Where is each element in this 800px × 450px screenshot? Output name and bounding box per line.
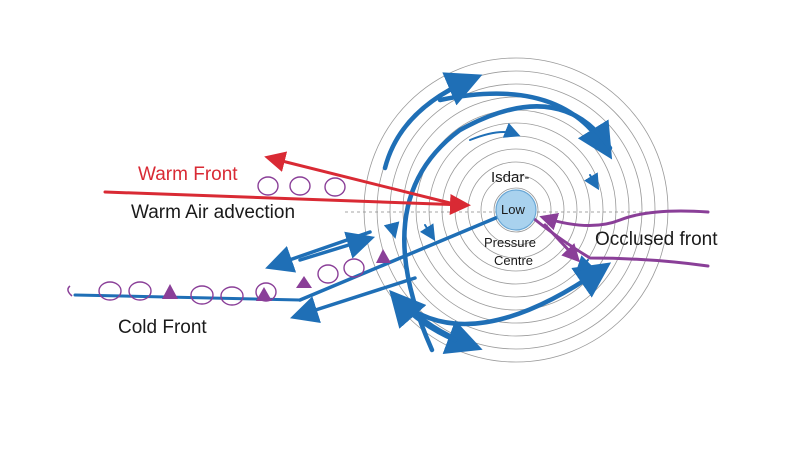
centre-label-line3: Pressure [484, 235, 536, 250]
cold-front-line [68, 249, 391, 301]
arrow-inner-1 [470, 132, 515, 140]
cold-front-triangle [162, 284, 178, 299]
occluded-arrow-down [545, 225, 576, 258]
arrow-inflow-up [300, 240, 365, 260]
occluded-line-upper [545, 211, 708, 226]
arrow-inflow-back-2 [300, 278, 415, 315]
centre-label-line2: Low [501, 202, 525, 217]
arrow-top-outer [385, 80, 470, 168]
arrow-inner-2 [590, 175, 596, 185]
cold-front-triangle [376, 249, 391, 263]
occluded-front-label: Occlused front [595, 229, 718, 250]
warm-air-advection-label: Warm Air advection [131, 202, 295, 223]
cold-front-triangle [296, 276, 312, 288]
inflow-arrows [275, 217, 498, 315]
centre-label-line1: Isdar- [491, 169, 529, 186]
warm-front-label: Warm Front [138, 164, 238, 185]
inflow-line-1 [300, 217, 498, 300]
cold-front-triangle [256, 287, 272, 301]
arrow-inflow-back-1 [275, 232, 370, 265]
cold-front-label: Cold Front [118, 317, 207, 338]
centre-label-line4: Centre [494, 253, 533, 268]
arrow-inner-3 [580, 260, 588, 268]
